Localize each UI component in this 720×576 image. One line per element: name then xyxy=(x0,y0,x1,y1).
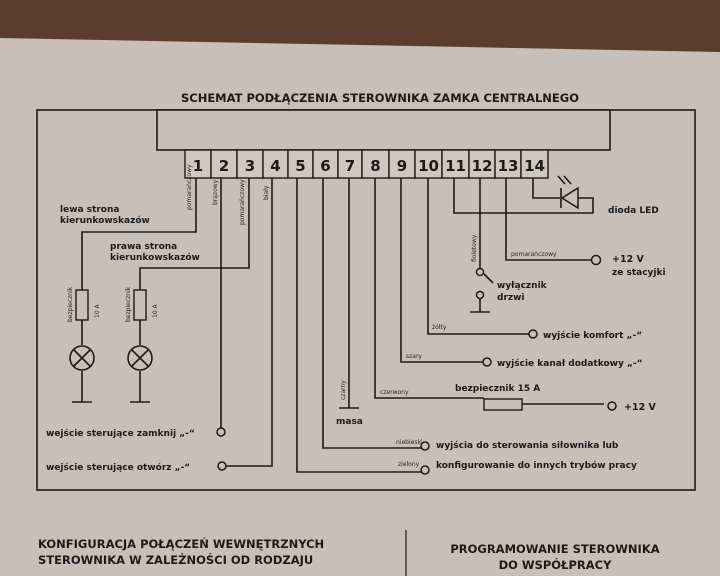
led-diode-icon xyxy=(557,175,579,210)
pin-number: 8 xyxy=(370,157,380,175)
wire-label-6: niebieski xyxy=(396,439,423,446)
label-led: dioda LED xyxy=(608,206,659,216)
wire-label-2: brązowy xyxy=(212,179,219,205)
pin-number: 1 xyxy=(193,157,203,175)
wire-pin13 xyxy=(505,178,591,261)
pin-box xyxy=(287,149,314,179)
fuse-right xyxy=(133,289,147,321)
bottom-right-heading-2: DO WSPÓŁPRACY xyxy=(499,557,613,572)
pin-number: 2 xyxy=(219,157,229,175)
label-door-switch-2: drzwi xyxy=(497,293,525,303)
pin-box xyxy=(361,149,390,179)
wire-pin1 xyxy=(81,178,197,402)
label-fuse-right-2: 10 A xyxy=(152,303,159,318)
label-aux: wyjście kanał dodatkowy „-“ xyxy=(497,358,643,369)
wire-label-9: szary xyxy=(406,353,422,360)
label-door-switch-1: wyłącznik xyxy=(497,281,548,291)
terminal-comfort xyxy=(528,329,538,339)
diagram-title: SCHEMAT PODŁĄCZENIA STEROWNIKA ZAMKA CEN… xyxy=(181,91,579,105)
label-unlock-input: wejście sterujące otwórz „-“ xyxy=(46,462,190,473)
wire-label-5: zielony xyxy=(398,461,420,468)
pin-number: 4 xyxy=(270,157,280,175)
bottom-left-heading-1: KONFIGURACJA POŁĄCZEŃ WEWNĘTRZNYCH xyxy=(38,536,324,551)
pin-number: 11 xyxy=(445,157,466,175)
fuse-15a xyxy=(483,398,523,411)
pin-number: 13 xyxy=(498,157,519,175)
pin-box xyxy=(262,149,289,179)
door-switch-contact xyxy=(475,290,485,300)
terminal-lock-input xyxy=(216,427,226,437)
wire-label-4: biały xyxy=(263,185,270,200)
wire-pin14 xyxy=(532,178,560,199)
label-fuse-15a: bezpiecznik 15 A xyxy=(455,384,540,394)
terminal-blue xyxy=(420,441,430,451)
terminal-plus12 xyxy=(607,401,617,411)
wire-pin6 xyxy=(322,178,421,449)
terminal-unlock-input xyxy=(217,461,227,471)
lamp-left-icon xyxy=(69,345,95,371)
label-actuator-1: wyjścia do sterowania siłownika lub xyxy=(436,440,619,451)
label-fuse-left-2: 10 A xyxy=(94,303,101,318)
wire-pin7-ground xyxy=(339,178,359,409)
pin-number: 14 xyxy=(524,157,545,175)
label-left-indicators-2: kierunkowskazów xyxy=(60,215,150,226)
terminal-ignition xyxy=(590,254,602,266)
label-right-indicators-1: prawa strona xyxy=(110,242,177,252)
label-fuse-left-1: bezpiecznik xyxy=(67,286,74,322)
wire-label-10: żółty xyxy=(432,324,447,331)
wire-pin10 xyxy=(427,178,529,335)
wire-label-1: pomarańczowy xyxy=(186,164,193,210)
label-ignition-2: ze stacyjki xyxy=(612,268,666,278)
pin-box xyxy=(494,149,522,179)
pin-number: 10 xyxy=(418,157,439,175)
pin-number: 9 xyxy=(397,157,407,175)
controller-body xyxy=(156,109,611,151)
wire-label-8: czerwony xyxy=(380,389,409,396)
wire-pin4 xyxy=(226,178,273,467)
pin-number: 5 xyxy=(295,157,305,175)
pin-box xyxy=(441,149,470,179)
terminal-green xyxy=(420,465,430,475)
bottom-right-heading-1: PROGRAMOWANIE STEROWNIKA xyxy=(450,542,659,556)
pin-box xyxy=(184,149,212,179)
pin-box xyxy=(236,149,264,179)
wire-label-3: pomarańczowy xyxy=(239,179,246,225)
label-actuator-2: konfigurowanie do innych trybów pracy xyxy=(436,460,637,471)
label-right-indicators-2: kierunkowskazów xyxy=(110,252,200,263)
wire-pin5 xyxy=(296,178,421,473)
label-plus12: +12 V xyxy=(624,402,656,413)
wire-pin3 xyxy=(139,178,250,402)
wire-pin8 xyxy=(374,178,604,405)
wire-pin12-switch xyxy=(470,178,494,313)
label-fuse-right-1: bezpiecznik xyxy=(125,286,132,322)
terminal-aux xyxy=(482,357,492,367)
wire-label-13: pomarańczowy xyxy=(511,251,557,258)
pin-box xyxy=(312,149,339,179)
label-comfort: wyjście komfort „-“ xyxy=(543,330,642,341)
lamp-right-icon xyxy=(127,345,153,371)
wire-pin11 xyxy=(453,178,594,214)
pin-box xyxy=(210,149,238,179)
bottom-left-heading-2: STEROWNIKA W ZALEŻNOŚCI OD RODZAJU xyxy=(38,552,313,567)
wire-pin9 xyxy=(400,178,483,363)
label-ignition-1: +12 V xyxy=(612,254,644,265)
label-ground: masa xyxy=(336,417,363,427)
pin-box xyxy=(520,149,549,179)
wire-label-7: czarny xyxy=(340,380,347,400)
pin-number: 7 xyxy=(345,157,355,175)
fuse-left xyxy=(75,289,89,321)
pin-number: 3 xyxy=(245,157,255,175)
door-switch-icon xyxy=(475,267,485,277)
wire-label-12: fioletowy xyxy=(471,234,478,262)
label-left-indicators-1: lewa strona xyxy=(60,205,119,215)
pin-number: 6 xyxy=(320,157,330,175)
pin-box xyxy=(414,149,443,179)
pin-box xyxy=(468,149,496,179)
pin-number: 12 xyxy=(472,157,493,175)
label-lock-input: wejście sterujące zamknij „-“ xyxy=(46,428,195,439)
